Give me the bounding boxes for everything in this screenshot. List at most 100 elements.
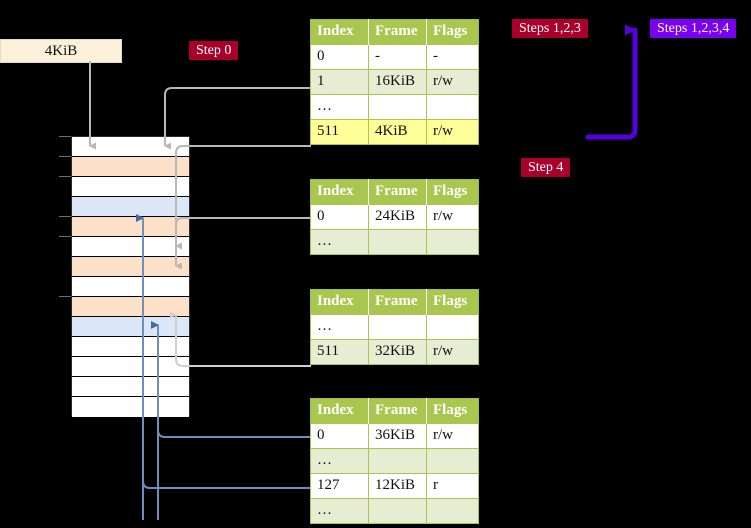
table-row: 0 24KiB r/w bbox=[310, 204, 479, 230]
cell-index: 1 bbox=[310, 69, 369, 95]
memory-row bbox=[72, 197, 189, 217]
cell-frame: 4KiB bbox=[368, 119, 427, 145]
memory-row bbox=[72, 397, 189, 417]
badge-step-0: Step 0 bbox=[189, 41, 239, 60]
column-header-frame: Frame bbox=[368, 289, 427, 315]
memory-row bbox=[72, 357, 189, 377]
cell-frame bbox=[368, 498, 427, 524]
cell-frame bbox=[368, 448, 427, 474]
cell-index: … bbox=[310, 229, 369, 255]
table-row: … bbox=[310, 229, 479, 255]
cell-index: 511 bbox=[310, 119, 369, 145]
memory-row bbox=[72, 257, 189, 277]
wire-memory-to-table4-row127 bbox=[142, 420, 311, 489]
cell-flags bbox=[426, 498, 479, 524]
cell-flags bbox=[426, 229, 479, 255]
cell-flags bbox=[426, 94, 479, 120]
cell-frame: - bbox=[368, 44, 427, 70]
cell-flags bbox=[426, 448, 479, 474]
table-row: … bbox=[310, 448, 479, 474]
memory-row bbox=[72, 217, 189, 237]
table-header-row: Index Frame Flags bbox=[310, 398, 479, 424]
cell-frame: 12KiB bbox=[368, 473, 427, 499]
memory-row bbox=[72, 137, 189, 157]
memory-tick bbox=[59, 296, 71, 297]
cell-index: … bbox=[310, 94, 369, 120]
memory-column bbox=[71, 136, 190, 417]
badge-steps-1-2-3: Steps 1,2,3 bbox=[512, 19, 588, 38]
cell-index: 127 bbox=[310, 473, 369, 499]
column-header-index: Index bbox=[310, 179, 369, 205]
page-table-3: Index Frame Flags … 511 32KiB r/w bbox=[310, 289, 479, 365]
column-header-flags: Flags bbox=[426, 179, 479, 205]
table-row: 511 4KiB r/w bbox=[310, 119, 479, 145]
cell-flags: r/w bbox=[426, 119, 479, 145]
cell-index: 511 bbox=[310, 339, 369, 365]
memory-row bbox=[72, 337, 189, 357]
cell-frame bbox=[368, 94, 427, 120]
badge-steps-1-2-3-4-label: Steps 1,2,3,4 bbox=[657, 20, 730, 36]
column-header-index: Index bbox=[310, 289, 369, 315]
memory-row bbox=[72, 317, 189, 337]
cell-index: 0 bbox=[310, 204, 369, 230]
badge-step-0-label: Step 0 bbox=[196, 42, 232, 58]
table-header-row: Index Frame Flags bbox=[310, 19, 479, 45]
table-row: 1 16KiB r/w bbox=[310, 69, 479, 95]
column-header-flags: Flags bbox=[426, 398, 479, 424]
wire-table1-row1-to-memory bbox=[164, 87, 311, 150]
cell-flags bbox=[426, 314, 479, 340]
table-header-row: Index Frame Flags bbox=[310, 179, 479, 205]
column-header-index: Index bbox=[310, 19, 369, 45]
table-header-row: Index Frame Flags bbox=[310, 289, 479, 315]
table-row: 0 - - bbox=[310, 44, 479, 70]
cell-flags: r/w bbox=[426, 339, 479, 365]
page-table-2: Index Frame Flags 0 24KiB r/w … bbox=[310, 179, 479, 255]
cell-index: … bbox=[310, 314, 369, 340]
memory-tick bbox=[59, 156, 71, 157]
column-header-index: Index bbox=[310, 398, 369, 424]
cell-frame: 16KiB bbox=[368, 69, 427, 95]
memory-row bbox=[72, 237, 189, 257]
cell-flags: r bbox=[426, 473, 479, 499]
memory-tick bbox=[59, 236, 71, 237]
table-row: 0 36KiB r/w bbox=[310, 423, 479, 449]
cell-flags: r/w bbox=[426, 204, 479, 230]
memory-row bbox=[72, 377, 189, 397]
memory-row bbox=[72, 297, 189, 317]
badge-step-4-label: Step 4 bbox=[528, 159, 564, 175]
memory-row bbox=[72, 277, 189, 297]
wire-table1-row511-to-memory bbox=[175, 145, 311, 250]
column-header-frame: Frame bbox=[368, 179, 427, 205]
badge-steps-1-2-3-label: Steps 1,2,3 bbox=[519, 20, 581, 36]
cell-frame: 24KiB bbox=[368, 204, 427, 230]
table-row: … bbox=[310, 314, 479, 340]
memory-tick bbox=[59, 176, 71, 177]
memory-tick bbox=[59, 216, 71, 217]
cell-frame: 32KiB bbox=[368, 339, 427, 365]
cell-flags: - bbox=[426, 44, 479, 70]
memory-tick bbox=[59, 136, 71, 137]
cell-frame: 36KiB bbox=[368, 423, 427, 449]
page-table-4: Index Frame Flags 0 36KiB r/w … 127 12Ki… bbox=[310, 398, 479, 524]
column-header-frame: Frame bbox=[368, 19, 427, 45]
cell-flags: r/w bbox=[426, 69, 479, 95]
table-row: 127 12KiB r bbox=[310, 473, 479, 499]
table-row: … bbox=[310, 94, 479, 120]
cell-frame bbox=[368, 314, 427, 340]
cell-frame bbox=[368, 229, 427, 255]
column-header-frame: Frame bbox=[368, 398, 427, 424]
wire-memory-to-table4-row0 bbox=[157, 420, 311, 438]
cell-index: 0 bbox=[310, 44, 369, 70]
cell-index: 0 bbox=[310, 423, 369, 449]
wire-violet-loop-arrow bbox=[585, 24, 638, 140]
table-row: 511 32KiB r/w bbox=[310, 339, 479, 365]
size-box-label: 4KiB bbox=[44, 42, 78, 59]
memory-row bbox=[72, 177, 189, 197]
cell-flags: r/w bbox=[426, 423, 479, 449]
table-row: … bbox=[310, 498, 479, 524]
memory-row bbox=[72, 157, 189, 177]
badge-step-4: Step 4 bbox=[521, 158, 571, 177]
cell-index: … bbox=[310, 448, 369, 474]
page-table-1: Index Frame Flags 0 - - 1 16KiB r/w … bbox=[310, 19, 479, 145]
